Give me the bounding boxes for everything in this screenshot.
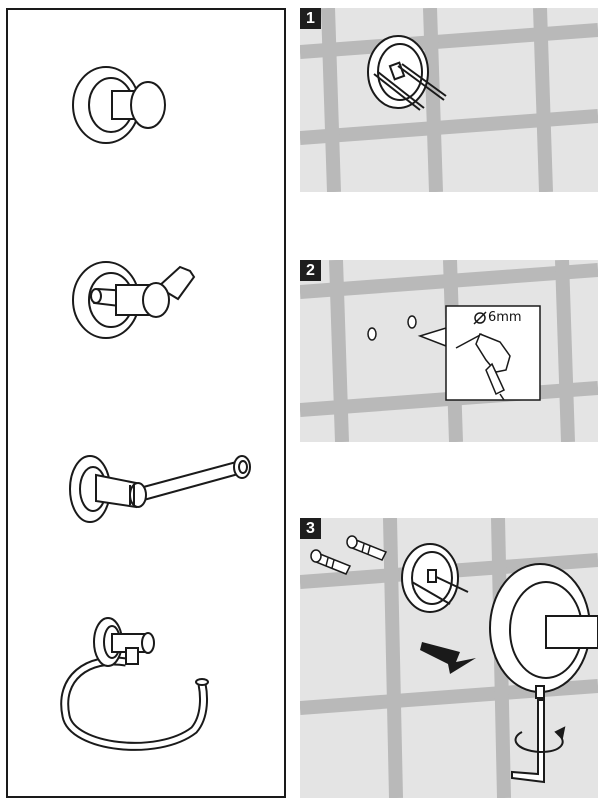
step-3-panel: 3 [300, 518, 598, 798]
product-panel [6, 8, 286, 798]
double-robe-hook-icon [72, 261, 196, 339]
direction-arrow-icon [420, 642, 476, 674]
single-robe-hook-icon [72, 66, 166, 144]
wall-plate-icon [401, 543, 469, 613]
wall-anchor-icon [310, 535, 388, 575]
step-number-badge: 3 [300, 518, 321, 539]
towel-ring-icon [60, 617, 209, 751]
step-number-badge: 2 [300, 260, 321, 281]
step-1-illustration [300, 8, 598, 192]
drill-holes [367, 315, 417, 341]
drill-size-label: 6mm [488, 310, 522, 325]
step-number-badge: 1 [300, 8, 321, 29]
step-3-illustration [300, 518, 598, 798]
toilet-roll-holder-icon [69, 455, 251, 523]
step-2-panel: 2 6mm [300, 260, 598, 442]
wall-plate-icon [367, 35, 447, 111]
robe-hook-icon [489, 563, 598, 693]
step-2-illustration [300, 260, 598, 442]
step-1-panel: 1 [300, 8, 598, 192]
drill-callout [417, 305, 541, 401]
hex-key-icon [511, 685, 566, 784]
